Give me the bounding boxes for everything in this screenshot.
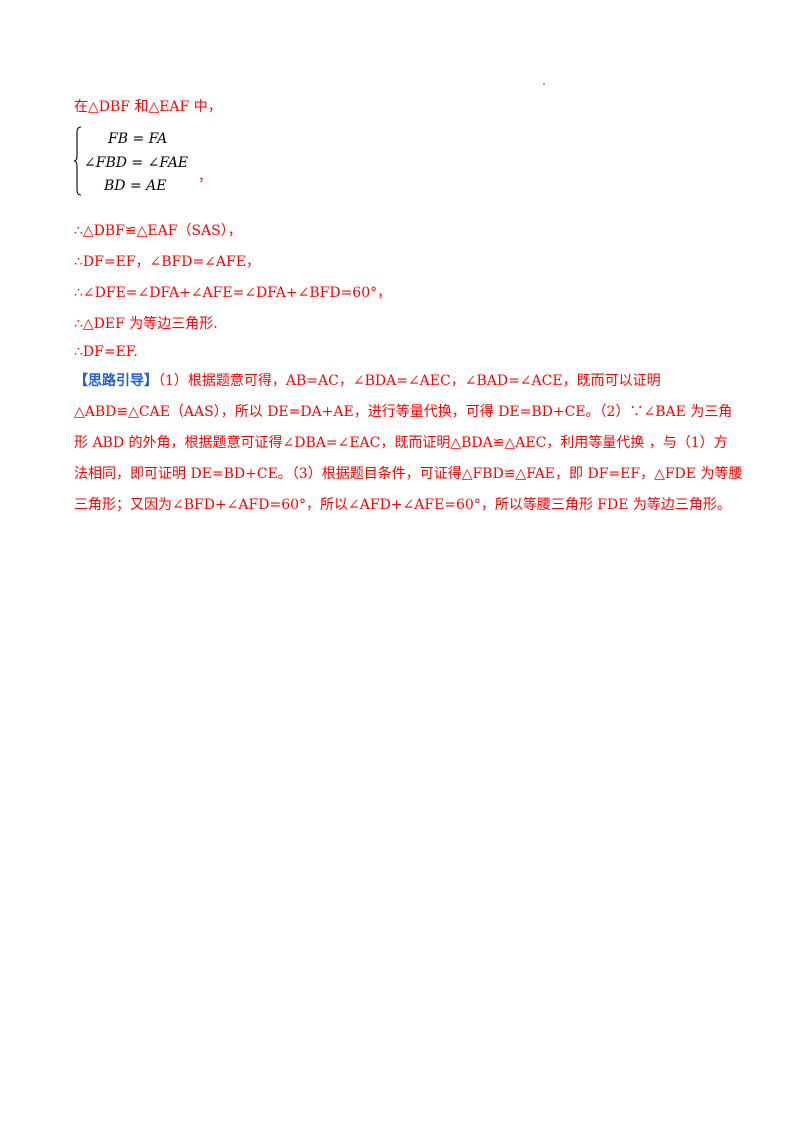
equation-2: ∠FBD = ∠FAE xyxy=(84,155,189,171)
step-5: ∴DF=EF. xyxy=(74,344,138,360)
guide-line-3: 形 ABD 的外角，根据题意可证得∠DBA=∠EAC，既而证明△BDA≌△AEC… xyxy=(74,435,728,451)
guide-label: 【思路引导】 xyxy=(74,373,158,389)
system-comma: ， xyxy=(198,169,212,185)
step-1: ∴△DBF≌△EAF（SAS）， xyxy=(74,223,242,239)
guide-line-5: 三角形；又因为∠BFD+∠AFD=60°，所以∠AFD+∠AFE=60°，所以等… xyxy=(74,497,731,513)
equation-1: FB = FA xyxy=(108,131,168,147)
guide-line-4: 法相同，即可证明 DE=BD+CE。（3）根据题目条件，可证得△FBD≌△FAE… xyxy=(74,466,743,482)
guide-line-1: 【思路引导】（1）根据题意可得，AB=AC，∠BDA=∠AEC，∠BAD=∠AC… xyxy=(74,373,661,389)
equation-system: FB = FA ∠FBD = ∠FAE BD = AE xyxy=(74,120,334,200)
step-2: ∴DF=EF，∠BFD=∠AFE， xyxy=(74,254,260,270)
guide-line-2: △ABD≌△CAE（AAS），所以 DE=DA+AE，进行等量代换，可得 DE=… xyxy=(74,404,733,420)
guide-paragraph: 【思路引导】（1）根据题意可得，AB=AC，∠BDA=∠AEC，∠BAD=∠AC… xyxy=(74,366,743,521)
step-3: ∴∠DFE=∠DFA+∠AFE=∠DFA+∠BFD=60°， xyxy=(74,285,392,301)
left-brace-icon xyxy=(74,126,82,196)
intro-line: 在△DBF 和△EAF 中， xyxy=(74,99,222,115)
step-4: ∴△DEF 为等边三角形. xyxy=(74,316,218,332)
stray-dot xyxy=(543,83,545,85)
equation-3: BD = AE xyxy=(104,178,167,194)
